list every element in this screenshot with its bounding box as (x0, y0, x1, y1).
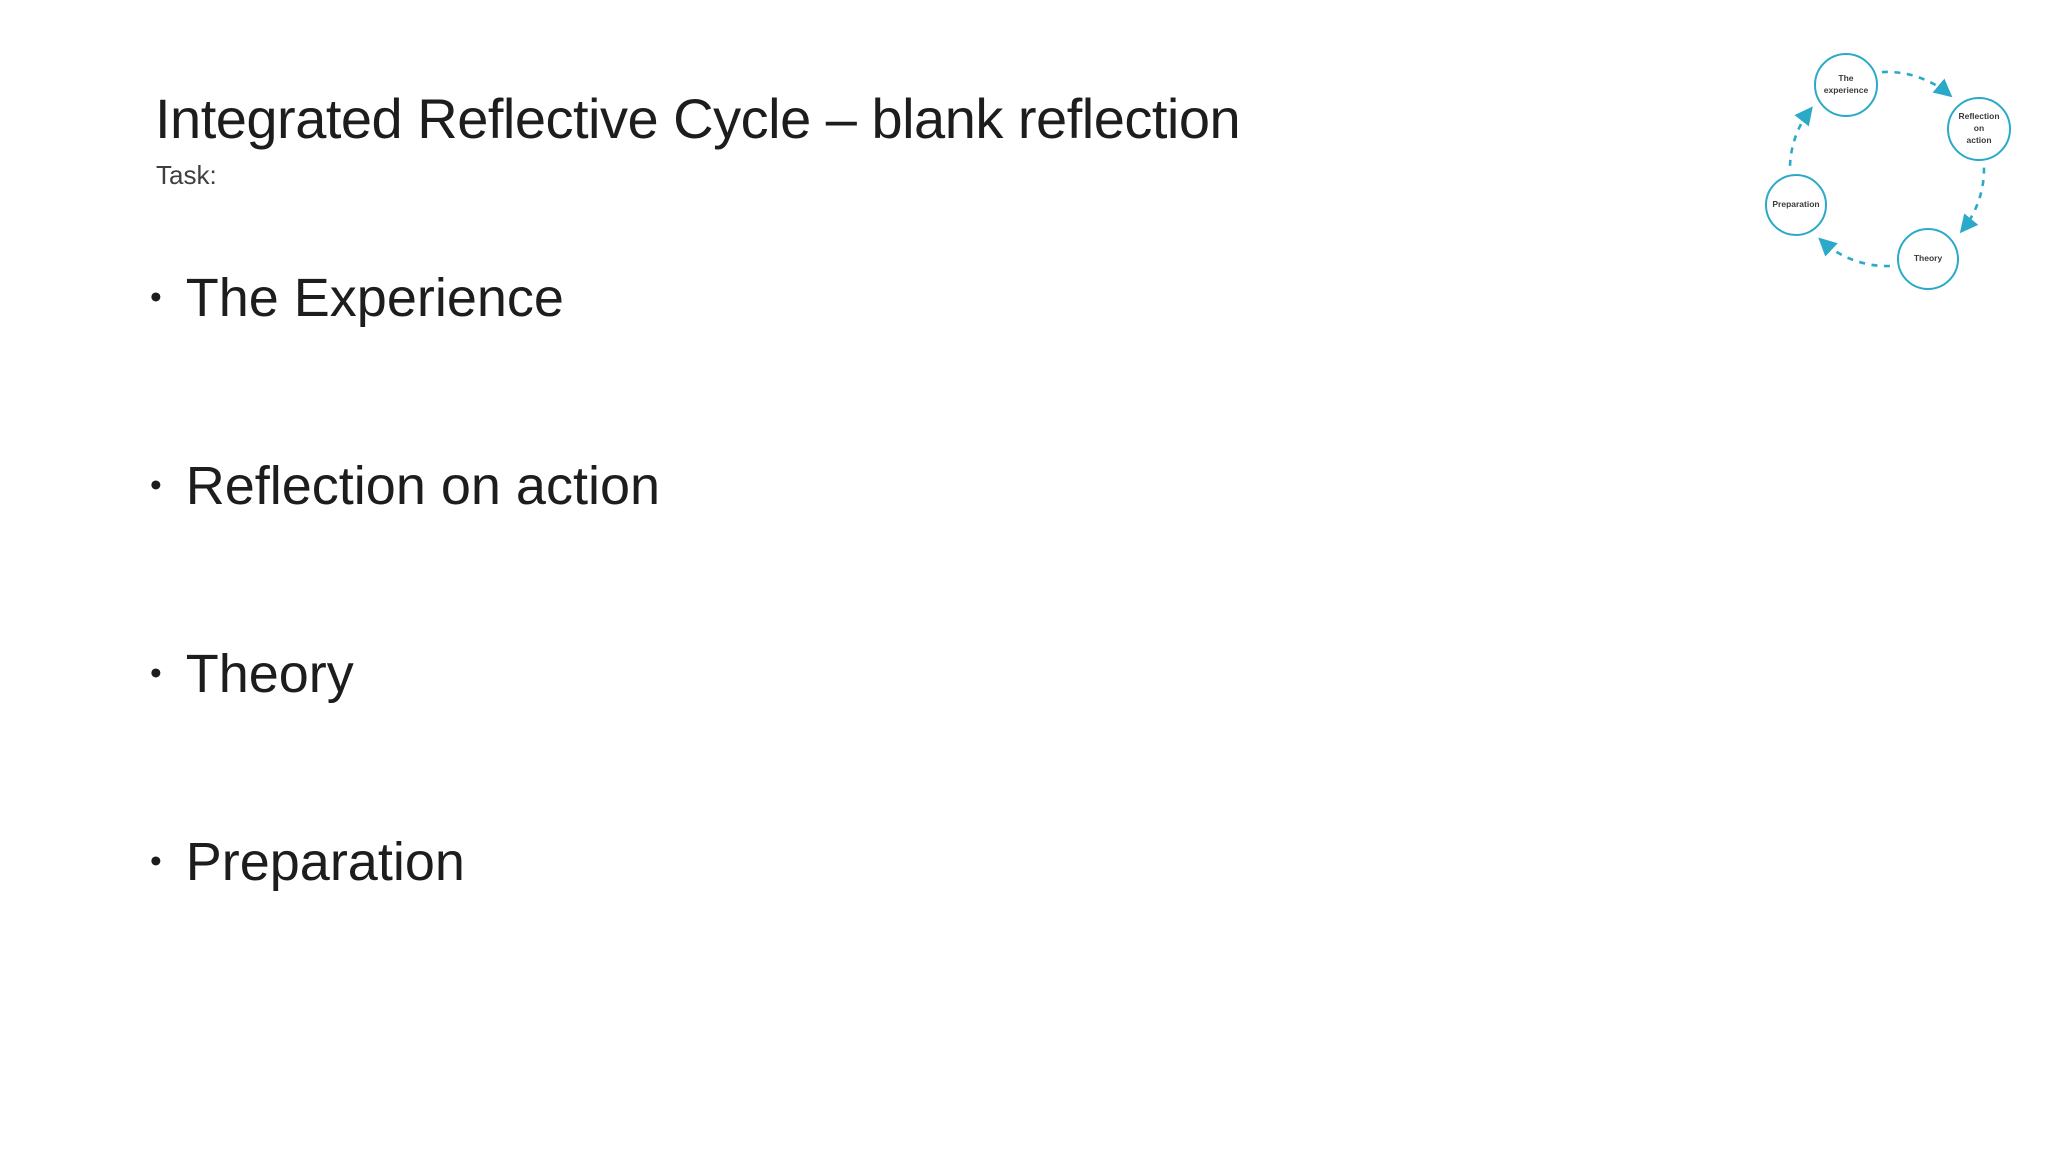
bullet-item-theory: • Theory (150, 642, 660, 706)
cycle-node-theory: Theory (1897, 228, 1959, 290)
arrow-reflection-to-theory-icon (1959, 167, 1986, 234)
cycle-node-label: Theory (1913, 253, 1943, 264)
arrow-theory-to-preparation-icon (1818, 237, 1890, 268)
bullet-item-reflection: • Reflection on action (150, 454, 660, 518)
cycle-node-label: The experience (1823, 73, 1869, 95)
bullet-text: Reflection on action (185, 456, 661, 516)
task-label: Task: (156, 160, 217, 190)
cycle-node-label: Reflection on action (1958, 111, 2000, 145)
bullet-text: Preparation (185, 832, 465, 892)
bullet-marker: • (150, 279, 162, 317)
cycle-node-reflection-on-action: Reflection on action (1947, 97, 2011, 161)
bullet-marker: • (150, 655, 162, 693)
bullet-text: Theory (185, 644, 354, 704)
cycle-arrows (1788, 70, 1986, 268)
cycle-node-experience: The experience (1814, 53, 1878, 117)
bullet-marker: • (150, 843, 162, 881)
cycle-node-label: Preparation (1772, 199, 1820, 210)
bullet-item-preparation: • Preparation (150, 830, 660, 894)
bullet-item-experience: • The Experience (150, 266, 660, 330)
bullet-marker: • (150, 467, 162, 505)
reflective-cycle-diagram: The experience Reflection on action Theo… (1755, 20, 2021, 302)
cycle-node-preparation: Preparation (1765, 174, 1827, 236)
bullet-list: • The Experience • Reflection on action … (150, 266, 660, 1018)
arrow-experience-to-reflection-icon (1881, 70, 1953, 98)
bullet-text: The Experience (185, 268, 564, 328)
arrow-preparation-to-experience-icon (1788, 106, 1813, 166)
slide-title: Integrated Reflective Cycle – blank refl… (155, 87, 1241, 150)
